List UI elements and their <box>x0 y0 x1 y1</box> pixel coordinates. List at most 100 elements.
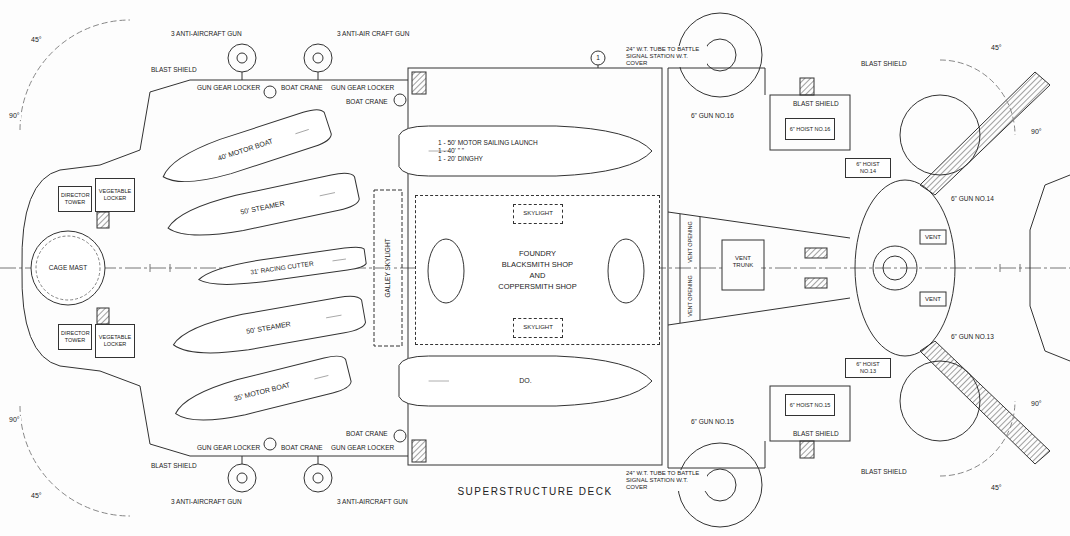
gun-circle <box>228 464 256 492</box>
gun-mount <box>704 469 736 501</box>
leader-line <box>598 65 599 68</box>
skylight-box: SKYLIGHT <box>513 204 563 224</box>
angle-mark: 45° <box>30 492 43 500</box>
angle-mark: 90° <box>1030 128 1043 136</box>
part-label: 3 ANTI-AIRCRAFT GUN <box>336 498 409 505</box>
boat-group <box>399 126 652 176</box>
galley-skylight-outline <box>374 190 402 346</box>
boat-group <box>399 356 652 406</box>
boat-outline <box>197 245 366 290</box>
callout-circle <box>591 51 605 65</box>
training-arc <box>940 401 1015 476</box>
gun-barrel <box>920 341 1050 464</box>
gun-mount <box>313 53 323 63</box>
vegetable-locker: VEGETABLE LOCKER <box>95 178 135 212</box>
blast-shield-outline <box>770 95 850 150</box>
part-label: BLAST SHIELD <box>150 66 198 73</box>
deck-outline <box>22 80 408 456</box>
part-label: BLAST SHIELD <box>150 462 198 469</box>
ladder <box>97 308 109 324</box>
callout-number: 1 <box>595 54 601 61</box>
node-text: SKYLIGHT <box>523 210 553 217</box>
skylight-opening <box>428 239 464 303</box>
hoist-box: 6" HOIST NO.15 <box>785 394 835 416</box>
boat-group <box>171 353 352 431</box>
part-label: GUN GEAR LOCKER <box>330 84 395 91</box>
note-label: 24" W.T. TUBE TO BATTLE SIGNAL STATION W… <box>625 470 707 491</box>
part-label: VENT OPENING <box>687 274 693 317</box>
node-text: 6" HOIST NO.15 <box>790 402 831 409</box>
crane-circle <box>264 438 276 450</box>
blast-shield-outline <box>770 386 850 441</box>
platform-circle <box>873 246 917 290</box>
ladder <box>805 248 827 258</box>
motor-launch: 1 - 50' MOTOR SAILING LAUNCH1 - 40' " "1… <box>398 125 653 177</box>
gun-mount <box>237 53 247 63</box>
gun-circle <box>304 464 332 492</box>
ladder <box>97 212 109 228</box>
node-text: DIRECTOR TOWER <box>61 330 89 343</box>
vent-wedge <box>668 212 850 325</box>
part-label: BOAT CRANE <box>345 430 389 437</box>
gun-barrel <box>920 72 1050 195</box>
director-tower: DIRECTOR TOWER <box>58 324 92 350</box>
gun-platform <box>855 180 955 356</box>
note-label: 24" W.T. TUBE TO BATTLE SIGNAL STATION W… <box>625 46 707 67</box>
node-text: FOUNDRY <box>519 248 556 259</box>
part-label: GALLEY SKYLIGHT <box>384 237 391 298</box>
boat-keel-mark <box>429 381 449 382</box>
director-tower: DIRECTOR TOWER <box>58 186 92 212</box>
boat-group <box>170 294 366 363</box>
gun-mount <box>237 473 247 483</box>
crane-circle <box>264 86 276 98</box>
vent-trunk-outline <box>722 240 764 290</box>
skylight-opening <box>608 239 644 303</box>
gun-circle <box>228 44 256 72</box>
node-text: VEGETABLE LOCKER <box>98 334 132 347</box>
node-text: 1 - 50' MOTOR SAILING LAUNCH <box>438 139 538 147</box>
part-label: 3 ANTI-AIRCRAFT GUN <box>170 498 243 505</box>
part-label: GUN GEAR LOCKER <box>330 444 395 451</box>
ladder <box>805 278 827 288</box>
crane-circle <box>394 94 406 106</box>
gun-circle <box>900 361 980 441</box>
gun-circle <box>900 95 980 175</box>
part-label: 3 ANTI-AIR CRAFT GUN <box>336 30 410 37</box>
angle-mark: 45° <box>990 484 1003 492</box>
ladder <box>800 78 814 95</box>
part-label: 3 ANTI-AIRCRAFT GUN <box>170 30 243 37</box>
vegetable-locker: VEGETABLE LOCKER <box>95 324 135 358</box>
angle-mark: 90° <box>8 416 21 424</box>
node-text: COPPERSMITH SHOP <box>498 281 576 292</box>
node-text: SKYLIGHT <box>523 324 553 331</box>
boat-group <box>197 245 366 290</box>
platform-circle <box>883 256 907 280</box>
boat-keel-mark <box>326 315 341 318</box>
boat-keel-mark <box>319 193 334 196</box>
hoist-box: 6" HOIST NO.13 <box>845 358 891 378</box>
ladder <box>412 72 426 94</box>
hoist-box: 6" HOIST NO.16 <box>785 118 835 140</box>
node-text: DIRECTOR TOWER <box>61 192 89 205</box>
motor-boat: 35' MOTOR BOAT <box>170 352 354 432</box>
gun-label: 6" GUN NO.15 <box>690 418 735 425</box>
angle-mark: 45° <box>990 44 1003 52</box>
crane-circle <box>394 430 406 442</box>
angle-mark: 90° <box>1030 400 1043 408</box>
drawing-caption: SUPERSTRUCTURE DECK <box>455 486 614 497</box>
node-text: BLACKSMITH SHOP <box>502 259 573 270</box>
part-label: GUN GEAR LOCKER <box>196 444 261 451</box>
node-text: CAGE MAST <box>49 264 87 272</box>
node-text: 6" HOIST NO.13 <box>848 361 888 374</box>
hoist-box: 6" HOIST NO.14 <box>845 158 891 178</box>
node-text: 1 - 40' " " <box>438 147 464 155</box>
part-label: BOAT CRANE <box>280 84 324 91</box>
cage-mast: CAGE MAST <box>30 230 106 306</box>
mast-circle <box>31 231 105 305</box>
part-label: VENT OPENING <box>687 220 693 263</box>
boat-outline <box>171 353 352 431</box>
structure-outline <box>668 68 765 468</box>
part-label: VENT <box>924 296 942 303</box>
